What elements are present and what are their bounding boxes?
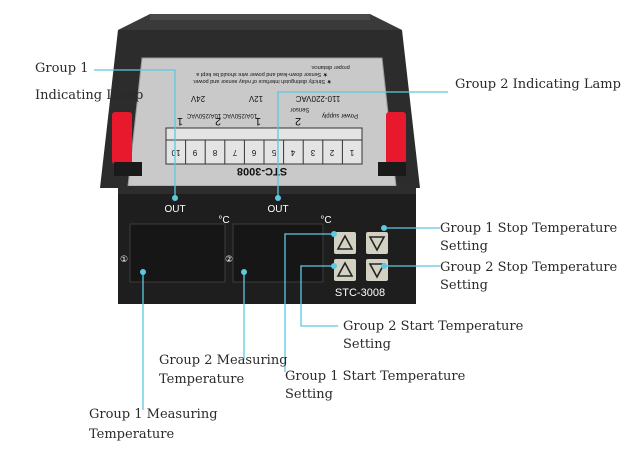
label-voltage-ac: 110-220VAC: [295, 94, 340, 103]
callout-g1-stop-line1: Group 1 Stop Temperature: [440, 221, 618, 236]
leader-g1-start: [284, 233, 334, 372]
out-label-1: OUT: [164, 204, 185, 215]
channel-mark-1: ①: [120, 255, 128, 265]
terminal-number-3: 3: [310, 148, 315, 157]
button-g2-start: [334, 259, 356, 281]
label-power-supply: Power supply: [322, 112, 358, 118]
callout-g2-start-line2: Setting: [343, 337, 391, 352]
label-terminal-group-3: 1: [255, 115, 261, 127]
label-warning-3: proper distance.: [310, 64, 350, 70]
callout-g2-measure-line2: Temperature: [159, 372, 245, 387]
leader-g2-start: [300, 265, 338, 327]
callout-g2-start-line1: Group 2 Start Temperature: [343, 319, 524, 334]
callout-g2-lamp: Group 2 Indicating Lamp: [455, 77, 621, 92]
callout-g1-lamp-line1: Group 1: [35, 61, 89, 76]
channel-mark-2: ②: [225, 255, 233, 265]
button-g2-stop: [366, 259, 388, 281]
button-g1-stop: [366, 232, 388, 254]
terminal-number-9: 9: [192, 148, 197, 157]
leader-dots: [140, 195, 387, 275]
terminal-number-8: 8: [212, 148, 217, 157]
clip-right-foot: [378, 162, 406, 176]
leader-lines: [94, 69, 448, 410]
callout-g1-start-line1: Group 1 Start Temperature: [285, 369, 466, 384]
leader-g2-lamp: [277, 91, 448, 198]
callout-g1-measure-line2: Temperature: [89, 427, 175, 442]
label-warning-2: ★ Sensor down-lead and power wire should…: [195, 71, 327, 78]
terminal-number-6: 6: [251, 148, 256, 157]
label-relay-rating: 10A/250VAC 10A/250VAC: [186, 112, 257, 118]
callout-g1-stop-line2: Setting: [440, 239, 488, 254]
terminal-number-4: 4: [290, 148, 295, 157]
label-terminal-group-4: 2: [295, 115, 301, 127]
unit-label-1: °C: [218, 215, 229, 226]
label-warning-1: ★ Strictly distinguish interface of rela…: [192, 78, 332, 85]
callout-g2-measure-line1: Group 2 Measuring: [159, 353, 288, 368]
housing-top-edge: [150, 14, 370, 20]
out-label-2: OUT: [267, 204, 288, 215]
clip-left-foot: [114, 162, 142, 176]
terminal-number-2: 2: [329, 148, 334, 157]
face-model: STC-3008: [335, 287, 385, 299]
terminal-cells: [166, 139, 362, 164]
clip-left: [112, 112, 132, 164]
button-g1-start: [334, 232, 356, 254]
callout-g1-measure-line1: Group 1 Measuring: [89, 407, 218, 422]
leader-g1-lamp: [94, 69, 176, 198]
terminal-number-10: 10: [171, 148, 180, 157]
unit-label-2: °C: [320, 215, 331, 226]
callout-g1-start-line2: Setting: [285, 387, 333, 402]
label-terminal-group-1: 1: [177, 115, 183, 127]
label-voltage-dc: 12V: [248, 94, 263, 103]
label-terminal-group-2: 2: [215, 115, 221, 127]
callout-g2-stop-line1: Group 2 Stop Temperature: [440, 260, 618, 275]
label-model: STC-3008: [237, 165, 287, 177]
terminal-number-5: 5: [271, 148, 276, 157]
front-bezel-top: [118, 186, 416, 194]
label-voltage-24: 24V: [190, 94, 205, 103]
callout-g1-lamp-line2: Indicating Lamp: [35, 88, 144, 103]
terminal-number-1: 1: [349, 148, 354, 157]
terminal-number-7: 7: [232, 148, 237, 157]
clip-right: [386, 112, 406, 164]
callout-g2-stop-line2: Setting: [440, 278, 488, 293]
label-sensor-1: Sensor: [290, 106, 309, 112]
